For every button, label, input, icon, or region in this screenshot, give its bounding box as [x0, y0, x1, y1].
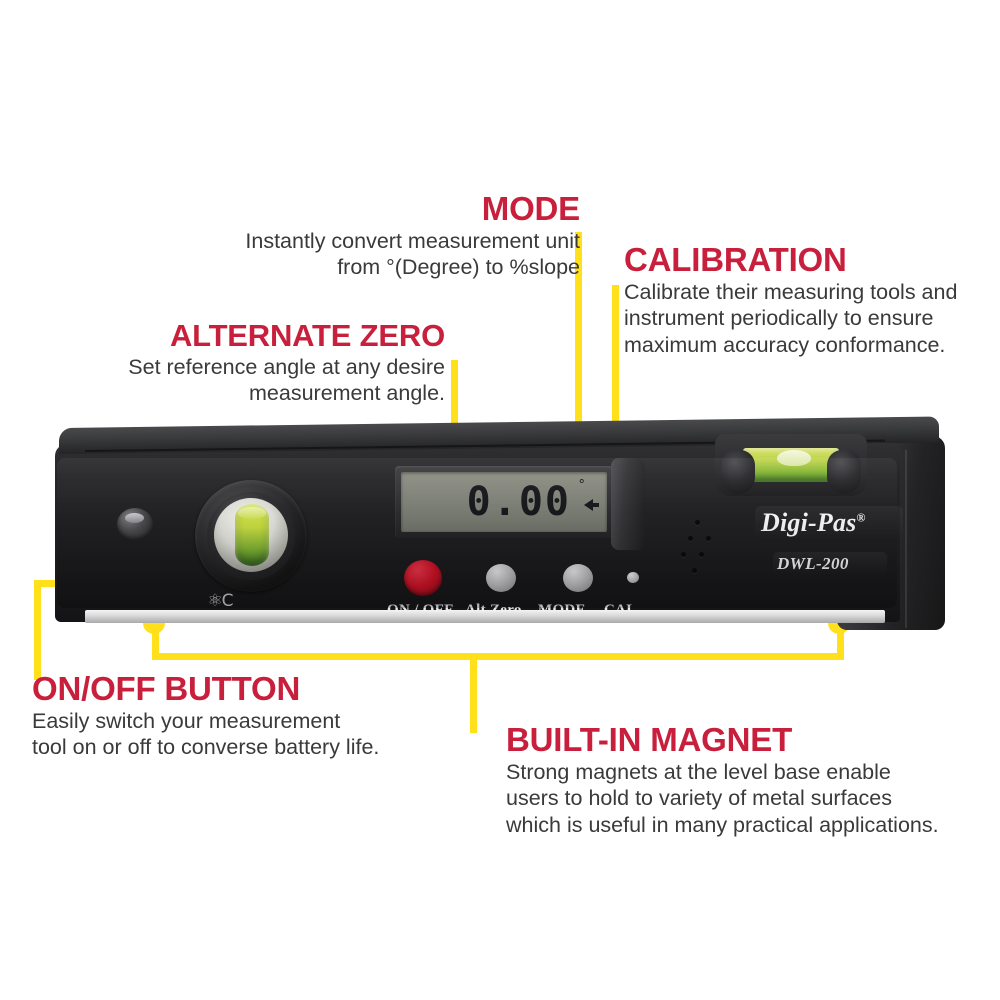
registered-trademark-icon: ®: [856, 510, 866, 525]
callout-on-off-button: ON/OFF BUTTON Easily switch your measure…: [32, 672, 452, 761]
lcd-screen: 0.00 °: [401, 472, 607, 532]
digital-level-device: ⚛Ⅽ 0.00 ° ON / OFF Alt.Zero MODE CAL: [55, 416, 945, 630]
vent-dot: [688, 536, 693, 541]
vent-dot: [695, 520, 700, 525]
callout-alternate-zero-title: ALTERNATE ZERO: [169, 318, 445, 353]
brand-logo: Digi-Pas®: [761, 508, 911, 538]
direction-arrow-tail-icon: [592, 503, 599, 507]
cal-button[interactable]: [627, 572, 639, 583]
mode-button[interactable]: [563, 564, 593, 592]
model-plate: [773, 552, 887, 576]
callout-calibration-title: CALIBRATION: [624, 241, 847, 278]
leader-line-mode: [575, 232, 582, 564]
brand-logo-text: Digi-Pas: [761, 508, 857, 537]
on-off-button[interactable]: [404, 560, 442, 596]
lcd-side-housing: [611, 458, 645, 550]
leader-line-magnet-stem: [470, 653, 477, 733]
callout-mode-title: MODE: [481, 190, 580, 227]
callout-built-in-magnet: BUILT-IN MAGNET Strong magnets at the le…: [506, 723, 976, 838]
callout-calibration: CALIBRATION Calibrate their measuring to…: [624, 243, 984, 358]
round-vial-bubble: [238, 507, 266, 519]
endcap-highlight: [905, 450, 907, 628]
tube-vial-bubble: [777, 450, 811, 466]
leader-line-magnet-left-riser: [152, 622, 159, 657]
vent-dot: [706, 536, 711, 541]
model-number: DWL-200: [777, 554, 849, 573]
tube-bubble-vial: [715, 434, 867, 496]
direction-arrow-icon: [584, 499, 593, 511]
auxiliary-knob[interactable]: [117, 508, 153, 540]
knob-highlight: [125, 513, 144, 523]
magnetic-base-strip: [85, 610, 885, 623]
callout-alternate-zero-body: Set reference angle at any desire measur…: [128, 355, 445, 406]
lcd-bezel: 0.00 °: [395, 466, 613, 538]
callout-calibration-body: Calibrate their measuring tools and inst…: [624, 280, 958, 357]
angle-reading: 0.00: [466, 479, 571, 525]
callout-on-off-button-body: Easily switch your measurement tool on o…: [32, 709, 380, 760]
vent-dot: [699, 552, 704, 557]
callout-mode-body: Instantly convert measurement unit from …: [245, 229, 580, 280]
tube-vial-cap-right: [827, 450, 861, 494]
alt-zero-button[interactable]: [486, 564, 516, 592]
vent-dot: [692, 568, 697, 573]
callout-on-off-button-title: ON/OFF BUTTON: [32, 670, 301, 707]
vent-dot: [681, 552, 686, 557]
round-bubble-vial: [195, 480, 307, 592]
degree-symbol: °: [578, 478, 586, 493]
callout-built-in-magnet-body: Strong magnets at the level base enable …: [506, 760, 939, 837]
leader-line-magnet-bracket: [152, 653, 844, 660]
certification-mark-icon: ⚛Ⅽ: [207, 591, 233, 611]
callout-built-in-magnet-title: BUILT-IN MAGNET: [506, 721, 793, 758]
callout-mode: MODE Instantly convert measurement unit …: [200, 192, 580, 281]
brand-plate: [755, 506, 903, 540]
leader-line-magnet-right-riser: [837, 622, 844, 657]
leader-line-onoff-vertical: [34, 580, 41, 680]
callout-alternate-zero: ALTERNATE ZERO Set reference angle at an…: [60, 320, 445, 407]
tube-vial-cap-left: [721, 450, 755, 494]
